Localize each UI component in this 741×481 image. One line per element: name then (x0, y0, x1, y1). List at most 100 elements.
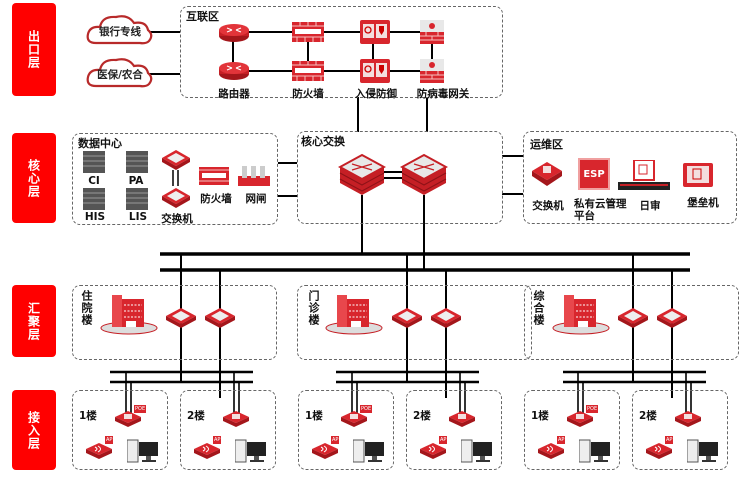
switch-icon[interactable] (160, 186, 192, 211)
label-server-ci: CI (88, 175, 100, 187)
zone-inpatient-building (72, 285, 277, 360)
zone-label-ops: 运维区 (530, 138, 563, 151)
log-audit-icon[interactable] (618, 159, 670, 195)
ips-icon[interactable] (360, 59, 390, 86)
label-floor: 1楼 (79, 410, 97, 422)
aggregation-switch-icon[interactable] (390, 306, 424, 331)
label-antivirus-gateway: 防病毒网关 (416, 88, 470, 100)
firewall-icon[interactable] (292, 22, 324, 45)
cloud-bank-line[interactable]: 银行专线 (86, 13, 154, 47)
label-outpatient-building: 门诊楼 (307, 290, 320, 326)
layer-label-exit: 出口层 (12, 3, 56, 96)
cloud-icon (86, 58, 153, 88)
router-icon[interactable] (218, 23, 250, 46)
access-point-icon[interactable] (192, 440, 222, 463)
label-floor: 1楼 (531, 410, 549, 422)
zone-floor (632, 390, 728, 470)
building-icon (100, 291, 158, 338)
building-icon (325, 291, 383, 338)
label-floor: 2楼 (187, 410, 205, 422)
label-dc-switch: 交换机 (161, 213, 193, 225)
zone-label-data-center: 数据中心 (78, 137, 122, 150)
core-switch-icon[interactable] (399, 153, 449, 200)
cloud-icon (86, 15, 153, 45)
label-ips: 入侵防御 (355, 88, 397, 100)
server-icon[interactable] (83, 151, 105, 176)
access-point-icon[interactable] (310, 440, 340, 463)
label-gateway: 网闸 (245, 193, 267, 205)
label-firewall: 防火墙 (292, 88, 324, 100)
aggregation-switch-icon[interactable] (164, 306, 198, 331)
access-switch-icon[interactable] (113, 408, 143, 431)
layer-label-aggregation: 汇聚层 (12, 285, 56, 357)
antivirus-gateway-icon[interactable] (420, 59, 444, 86)
access-switch-icon[interactable] (447, 408, 477, 431)
access-point-icon[interactable] (536, 440, 566, 463)
computer-icon[interactable] (126, 438, 159, 467)
core-switch-icon[interactable] (337, 153, 387, 200)
label-router: 路由器 (218, 88, 250, 100)
poe-badge: POE (360, 405, 373, 413)
ops-switch-icon[interactable] (530, 160, 564, 191)
label-floor: 2楼 (413, 410, 431, 422)
cloud-insurance[interactable]: 医保/农合 (86, 56, 154, 90)
zone-general-building (524, 285, 739, 360)
access-point-icon[interactable] (644, 440, 674, 463)
switch-icon[interactable] (160, 148, 192, 173)
zone-outpatient-building (297, 285, 532, 360)
label-floor: 1楼 (305, 410, 323, 422)
ap-badge: AP (105, 436, 114, 444)
aggregation-switch-icon[interactable] (616, 306, 650, 331)
label-inpatient-building: 住院楼 (80, 290, 93, 326)
server-icon[interactable] (126, 188, 148, 213)
layer-label-access: 接入层 (12, 390, 56, 470)
access-point-icon[interactable] (418, 440, 448, 463)
zone-data-center (72, 133, 278, 225)
computer-icon[interactable] (352, 438, 385, 467)
cloud-label: 医保/农合 (97, 69, 143, 81)
access-switch-icon[interactable] (339, 408, 369, 431)
computer-icon[interactable] (234, 438, 267, 467)
gateway-icon[interactable] (238, 164, 270, 189)
label-floor: 2楼 (639, 410, 657, 422)
access-switch-icon[interactable] (565, 408, 595, 431)
aggregation-switch-icon[interactable] (429, 306, 463, 331)
label-ops-switch: 交换机 (532, 200, 564, 212)
bastion-host-icon[interactable] (683, 163, 713, 190)
zone-label-core-switch: 核心交换 (301, 135, 345, 148)
ips-icon[interactable] (360, 20, 390, 47)
server-icon[interactable] (126, 151, 148, 176)
label-general-building: 综合楼 (532, 290, 545, 326)
computer-icon[interactable] (460, 438, 493, 467)
zone-ops (523, 131, 737, 224)
aggregation-switch-icon[interactable] (203, 306, 237, 331)
firewall-icon[interactable] (292, 61, 324, 84)
server-icon[interactable] (83, 188, 105, 213)
label-server-pa: PA (128, 175, 144, 187)
cloud-label: 银行专线 (99, 26, 141, 38)
label-log-audit: 日审 (639, 200, 661, 212)
ap-badge: AP (557, 436, 566, 444)
label-server-lis: LIS (128, 211, 148, 223)
private-cloud-platform-icon[interactable]: ESP (578, 158, 610, 190)
zone-floor (406, 390, 502, 470)
label-private-cloud-platform: 私有云管理平台 (574, 198, 627, 222)
access-switch-icon[interactable] (221, 408, 251, 431)
aggregation-switch-icon[interactable] (655, 306, 689, 331)
access-point-icon[interactable] (84, 440, 114, 463)
ap-badge: AP (439, 436, 448, 444)
computer-icon[interactable] (686, 438, 719, 467)
router-icon[interactable] (218, 61, 250, 84)
zone-floor (524, 390, 620, 470)
building-icon (552, 291, 610, 338)
access-switch-icon[interactable] (673, 408, 703, 431)
layer-label-core: 核心层 (12, 133, 56, 223)
ap-badge: AP (213, 436, 222, 444)
firewall-icon[interactable] (199, 167, 229, 188)
antivirus-gateway-icon[interactable] (420, 20, 444, 47)
label-bastion-host: 堡垒机 (687, 197, 719, 209)
poe-badge: POE (134, 405, 147, 413)
label-server-his: HIS (84, 211, 106, 223)
poe-badge: POE (586, 405, 599, 413)
computer-icon[interactable] (578, 438, 611, 467)
